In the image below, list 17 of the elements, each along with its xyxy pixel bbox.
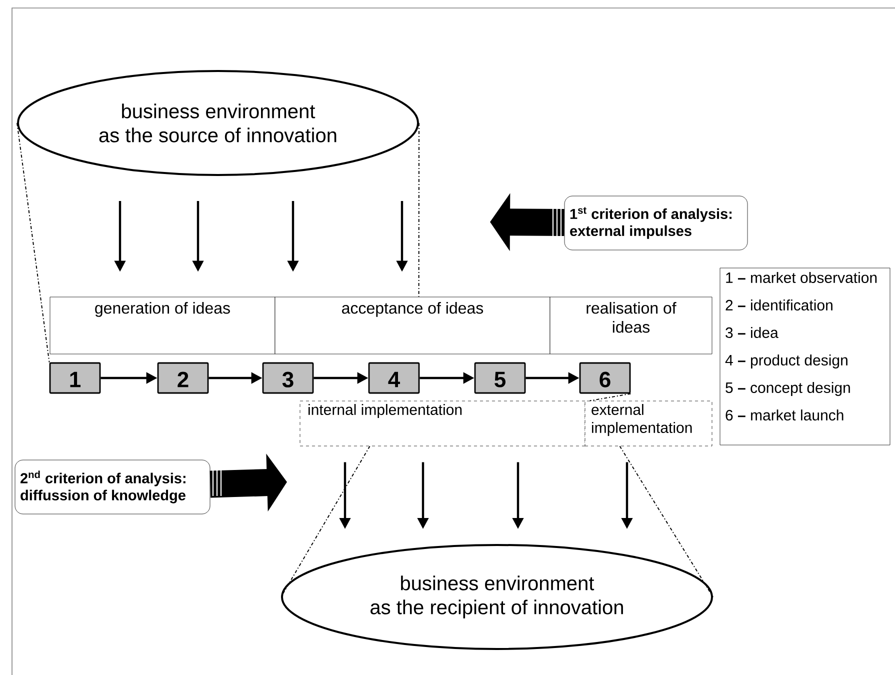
funnel-line xyxy=(619,446,714,598)
phase-box: generation of ideas xyxy=(50,296,276,354)
funnel-line xyxy=(280,446,370,598)
key-box: 1 – market observation 2 – identification 3 – idea 4 – product design 5 – concept design 6 – market launch xyxy=(720,268,890,446)
phase-box: realisation of ideas xyxy=(550,296,712,354)
dashed-box: external implementation xyxy=(584,400,712,446)
criterion-box: 2$^{nd}$ criterion of analysis: diffussion of knowledge xyxy=(14,460,210,514)
step-box: 1 xyxy=(49,362,101,394)
step-box: 6 xyxy=(579,362,631,394)
step-box: 3 xyxy=(262,362,314,394)
step-box: 4 xyxy=(368,362,420,394)
funnel-line xyxy=(16,122,50,363)
funnel-line xyxy=(418,122,420,298)
phase-box: acceptance of ideas xyxy=(274,296,550,354)
step-box: 5 xyxy=(474,362,526,394)
step-box: 2 xyxy=(157,362,209,394)
criterion-box: 1$^{st}$ criterion of analysis: external impulses xyxy=(564,196,748,250)
